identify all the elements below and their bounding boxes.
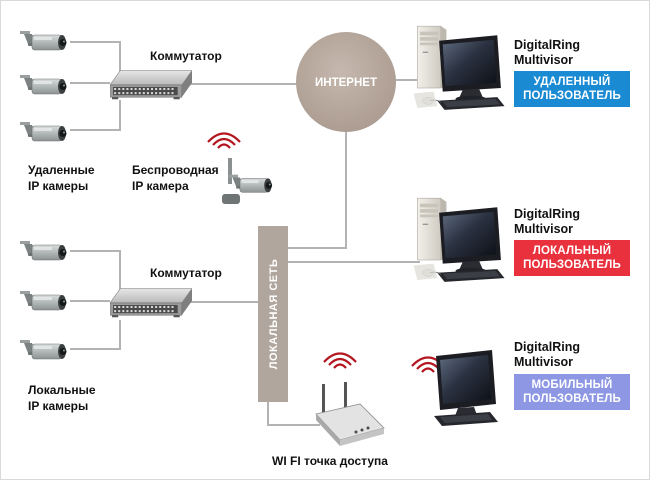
- wifi-label: WI FI точка доступа: [272, 454, 388, 468]
- remote-camera-3: [20, 121, 67, 142]
- bottom-switch-icon: [110, 288, 192, 318]
- wireless-camera-label-line1: Беспроводная: [132, 163, 219, 177]
- mobile-user-badge: МОБИЛЬНЫЙ ПОЛЬЗОВАТЕЛЬ: [514, 374, 630, 410]
- lan-bus-bar: [258, 226, 288, 402]
- remote-user-product-line2: Multivisor: [514, 53, 574, 67]
- wifi-access-point-icon: [315, 352, 385, 446]
- internet-cloud: [296, 32, 396, 132]
- local-user-product-line2: Multivisor: [514, 222, 574, 236]
- local-user-role-line1: ЛОКАЛЬНЫЙ: [532, 245, 612, 257]
- remote-user-role-line1: УДАЛЕННЫЙ: [533, 76, 611, 88]
- remote-cameras-label-line1: Удаленные: [28, 163, 95, 177]
- local-user-product-line1: DigitalRing: [514, 207, 580, 221]
- remote-cameras-label-line2: IP камеры: [28, 179, 89, 193]
- mobile-user-role-line2: ПОЛЬЗОВАТЕЛЬ: [523, 393, 621, 405]
- local-cameras-label-line1: Локальные: [28, 383, 96, 397]
- lan-bus-label: ЛОКАЛЬНАЯ СЕТЬ: [268, 259, 280, 369]
- mobile-user-product-line1: DigitalRing: [514, 340, 580, 354]
- mobile-user-monitor-icon: [434, 350, 498, 426]
- local-user-computer-icon: [413, 197, 506, 283]
- local-camera-2: [20, 290, 67, 311]
- remote-user-product-line1: DigitalRing: [514, 38, 580, 52]
- network-wires: [70, 41, 420, 426]
- mobile-user-role-line1: МОБИЛЬНЫЙ: [531, 379, 613, 391]
- top-switch-icon: [110, 70, 192, 100]
- local-user-badge: ЛОКАЛЬНЫЙ ПОЛЬЗОВАТЕЛЬ: [514, 240, 630, 276]
- wireless-camera-label-line2: IP камера: [132, 179, 189, 193]
- local-cameras-label-line2: IP камеры: [28, 399, 89, 413]
- local-camera-1: [20, 240, 67, 261]
- remote-user-computer-icon: [413, 25, 506, 111]
- remote-user-role-line2: ПОЛЬЗОВАТЕЛЬ: [523, 90, 621, 102]
- internet-label: ИНТЕРНЕТ: [315, 77, 377, 89]
- top-switch-label: Коммутатор: [150, 49, 222, 63]
- local-camera-3: [20, 339, 67, 360]
- wireless-camera-icon: [222, 158, 273, 204]
- remote-camera-1: [20, 30, 67, 51]
- local-user-role-line2: ПОЛЬЗОВАТЕЛЬ: [523, 259, 621, 271]
- mobile-user-product-line2: Multivisor: [514, 355, 574, 369]
- remote-camera-2: [20, 74, 67, 95]
- bottom-switch-label: Коммутатор: [150, 266, 222, 280]
- wireless-signal-icon: [206, 132, 242, 150]
- remote-user-badge: УДАЛЕННЫЙ ПОЛЬЗОВАТЕЛЬ: [514, 71, 630, 107]
